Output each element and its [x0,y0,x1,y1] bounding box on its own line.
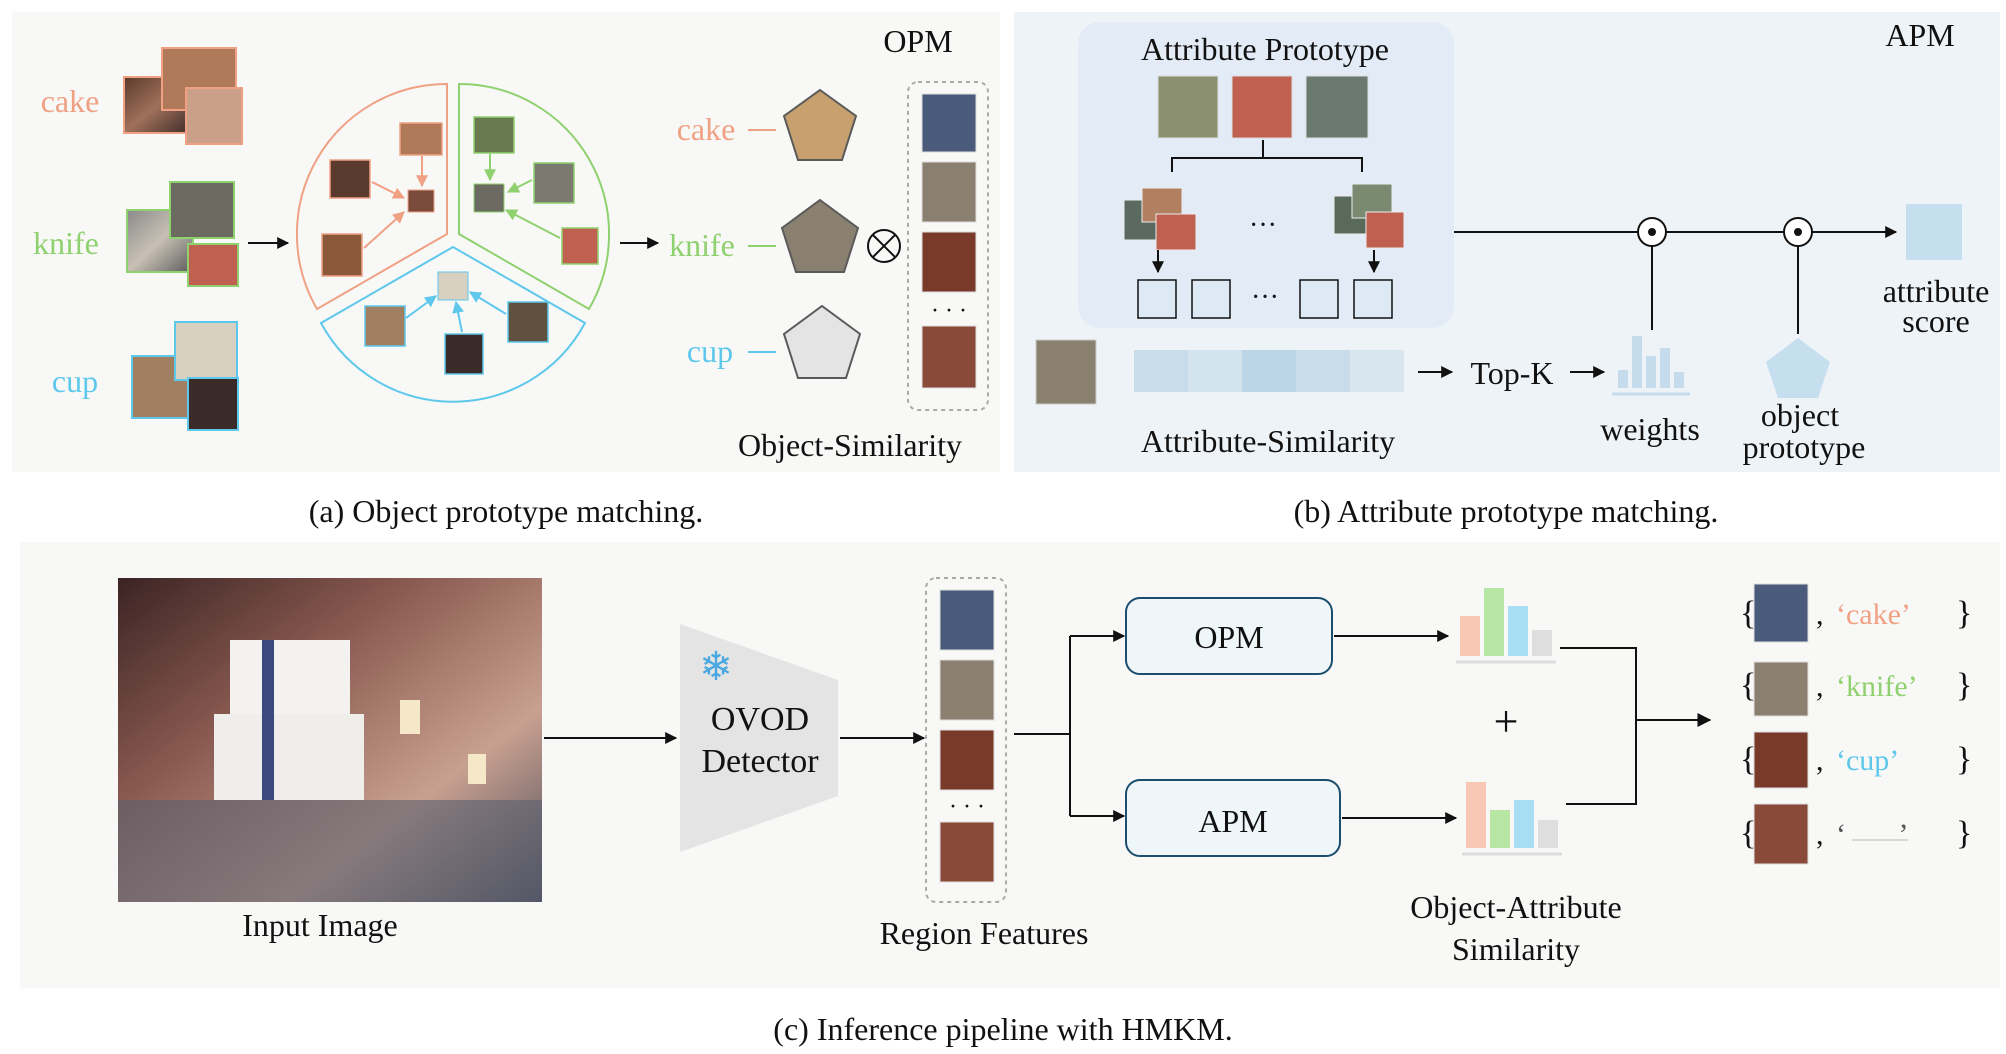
ovod-detector-trapezoid [680,624,838,852]
feature-box-ellipsis: ··· [1251,282,1279,313]
attribute-cluster-left [1123,187,1197,251]
odot-icon-weights [1637,217,1667,247]
object-prototype-label-line2: prototype [1743,429,1866,465]
svg-text:{: { [1740,667,1756,704]
cup-prototype-pentagon [782,304,862,379]
otimes-icon [867,229,901,263]
knife-sector [458,82,611,311]
prototype-label-cake: cake [677,111,736,147]
object-attribute-similarity-line1: Object-Attribute [1410,889,1621,925]
output-label-empty: ‘ ’ [1836,818,1908,851]
opm-score-bars [1456,588,1556,664]
svg-text:{: { [1740,741,1756,778]
opm-module-box [1125,597,1333,675]
attribute-feature-boxes [1137,279,1393,319]
weights-label: weights [1600,411,1700,447]
caption-a: (a) Object prototype matching. [309,493,704,529]
opm-module-label: OPM [1194,619,1263,655]
output-label-cup: ‘cup’ [1836,744,1899,777]
object-prototype-pentagon [1766,338,1830,398]
svg-text:· · ·: · · · [931,298,967,324]
input-image-label: Input Image [242,907,398,943]
cup-image-stack [131,321,239,431]
attribute-prototype-images [1157,75,1369,139]
svg-text:}: } [1956,815,1972,852]
apm-module-label: APM [1198,803,1267,839]
object-prototype-label-line1: object [1761,397,1839,433]
cake-sector [295,82,448,311]
cake-sector-items [321,122,443,277]
output-label-cake: ‘cake’ [1836,598,1911,631]
svg-text:{: { [1740,595,1756,632]
panel-b-title: APM [1885,17,1954,53]
caption-c: (c) Inference pipeline with HMKM. [773,1011,1232,1047]
attribute-score-label-line2: score [1902,303,1970,339]
svg-text:,: , [1816,598,1824,631]
output-list: { , } { , } { , } { , } [1740,583,1972,865]
plus-sign: + [1494,697,1519,746]
apm-score-bars [1462,782,1562,856]
cup-sector-items [364,271,549,375]
prototype-label-cup: cup [687,333,733,369]
svg-text:,: , [1816,818,1824,851]
snowflake-icon: ❄ [699,644,733,689]
branch-connector [1014,636,1071,816]
region-feature-column-c: · · · [925,577,1007,903]
detector-label-line2: Detector [701,743,819,780]
caption-b: (b) Attribute prototype matching. [1294,493,1719,529]
svg-text:· · ·: · · · [949,794,985,820]
apm-module-box [1125,779,1341,857]
detector-label-line1: OVOD [711,701,809,738]
knife-sector-items [473,116,599,265]
output-label-knife: ‘knife’ [1836,670,1918,703]
svg-text:}: } [1956,741,1972,778]
svg-text:}: } [1956,667,1972,704]
cake-prototype-pentagon [782,88,858,161]
topk-label: Top-K [1470,355,1553,391]
attribute-score-square [1906,204,1962,260]
prototype-label-knife: knife [669,227,735,263]
attribute-cluster-right [1333,183,1405,249]
panel-a-title: OPM [883,23,952,59]
knife-image-stack [126,181,239,287]
region-feature-column-a: · · · [907,81,989,411]
cup-sector [319,245,587,403]
category-label-cake: cake [41,83,100,119]
knife-prototype-pentagon [780,198,860,273]
query-region-thumbnail [1035,339,1097,405]
category-label-cup: cup [52,363,98,399]
prototype-circle [295,82,611,403]
input-image [118,578,542,902]
attribute-prototype-label: Attribute Prototype [1141,31,1389,67]
prototype-tree-connector [1171,140,1363,172]
svg-text:{: { [1740,815,1756,852]
object-attribute-similarity-line2: Similarity [1452,931,1580,967]
merge-connector [1560,647,1710,805]
weights-bar-icon [1612,336,1690,396]
cake-image-stack [123,47,243,145]
cluster-ellipsis: ··· [1249,210,1277,241]
attribute-score-label-line1: attribute [1883,273,1990,309]
category-label-knife: knife [33,225,99,261]
attribute-similarity-label: Attribute-Similarity [1141,423,1395,459]
svg-text:}: } [1956,595,1972,632]
svg-text:,: , [1816,744,1824,777]
odot-icon-prototype [1783,217,1813,247]
svg-text:,: , [1816,670,1824,703]
object-similarity-label: Object-Similarity [738,427,962,463]
region-features-label: Region Features [880,915,1089,951]
attribute-similarity-strip [1134,350,1404,392]
